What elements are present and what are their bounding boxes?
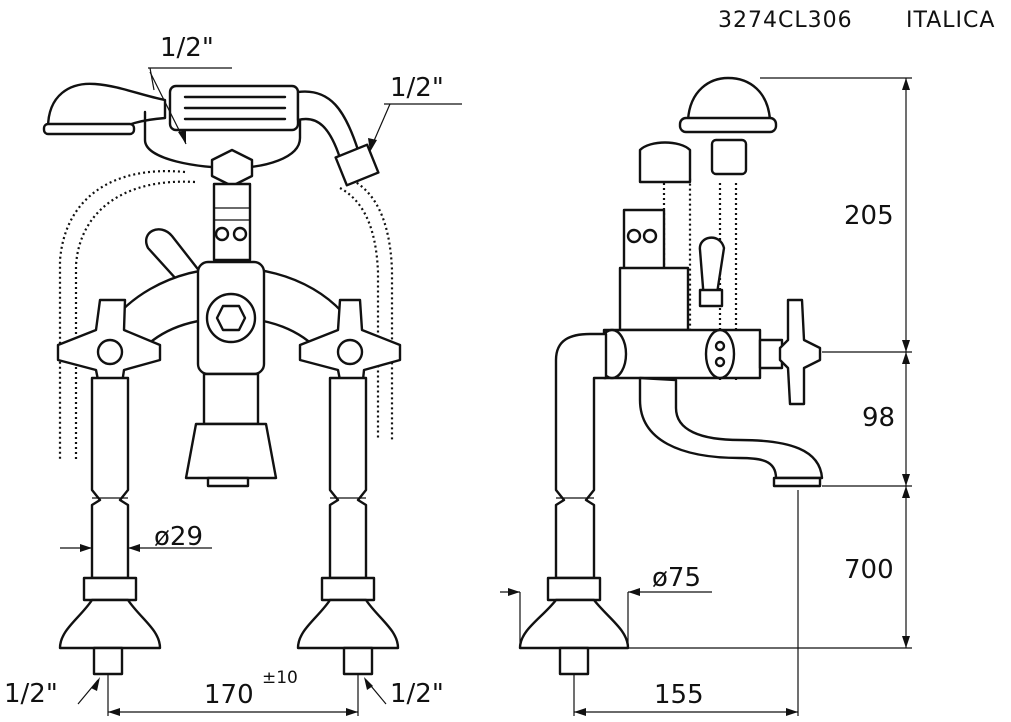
side-view	[518, 76, 824, 676]
front-view	[42, 82, 402, 676]
label-diameter-base: ø75	[652, 563, 701, 593]
right-base-nut	[320, 576, 376, 602]
right-base	[296, 598, 400, 650]
hand-shower-rim	[42, 122, 136, 136]
right-tail	[342, 646, 374, 676]
side-body-upper	[618, 266, 690, 332]
side-shower-rim	[678, 116, 778, 134]
side-tail	[558, 646, 590, 676]
side-lever-base	[698, 288, 724, 308]
spout-neck	[202, 372, 260, 426]
side-base	[518, 598, 630, 650]
side-handle-stem	[758, 338, 784, 370]
body-boss	[205, 292, 257, 344]
hose-right-outer	[347, 176, 394, 440]
left-leg	[90, 376, 130, 580]
label-thread-bottom-left: 1/2"	[4, 679, 58, 709]
hose-nut-right	[334, 143, 380, 187]
left-base	[58, 598, 162, 650]
label-diameter-pipe: ø29	[154, 522, 203, 552]
label-thread-top-left: 1/2"	[160, 33, 214, 63]
side-cradle	[638, 141, 692, 184]
side-base-nut	[546, 576, 602, 602]
central-column	[212, 182, 252, 262]
side-bracket	[710, 138, 748, 176]
left-tail	[92, 646, 124, 676]
right-leg	[328, 376, 368, 580]
side-leg	[554, 332, 608, 580]
label-height-middle: 98	[862, 403, 895, 433]
label-spacing-tolerance: ±10	[262, 668, 298, 688]
shower-neck	[296, 90, 360, 160]
model-code: 3274CL306	[718, 8, 853, 33]
right-handle-hub	[336, 338, 364, 366]
side-cross-handle	[778, 298, 822, 406]
label-thread-top-right: 1/2"	[390, 73, 444, 103]
left-handle-hub	[96, 338, 124, 366]
top-nut	[210, 148, 254, 188]
side-body	[602, 328, 762, 380]
label-reach: 155	[654, 680, 704, 710]
hose-left-inner	[74, 180, 196, 460]
spout-outlet	[184, 422, 278, 480]
left-base-nut	[82, 576, 138, 602]
aerator	[206, 476, 250, 488]
side-aerator	[772, 476, 822, 488]
label-height-top: 205	[844, 201, 894, 231]
hex-socket-icon	[215, 304, 247, 332]
label-thread-bottom-right: 1/2"	[390, 679, 444, 709]
label-height-bottom: 700	[844, 555, 894, 585]
side-shower-dome	[686, 76, 772, 122]
dimension-lines	[60, 67, 912, 716]
label-spacing-value: 170	[204, 680, 254, 710]
collection-name: ITALICA	[906, 8, 995, 33]
